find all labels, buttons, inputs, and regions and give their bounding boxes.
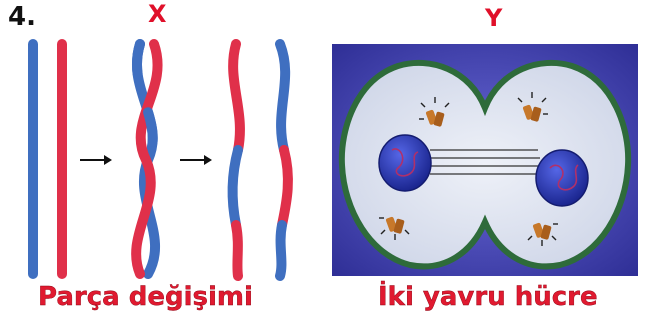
chromosome-pair-crossing <box>136 44 157 274</box>
chromosome-right-segment-2 <box>282 150 288 225</box>
panel-x-diagram <box>33 44 288 276</box>
panel-y-caption: İki yavru hücre <box>378 282 598 312</box>
chromosome-pair-initial <box>33 44 62 274</box>
chromosome-right-segment-1 <box>280 44 285 150</box>
chromosome-right-segment-3 <box>280 225 282 276</box>
chromosome-left-segment-2 <box>233 150 239 225</box>
chromosome-pair-recombined <box>233 44 288 276</box>
panel-x-caption: Parça değişimi <box>38 282 253 312</box>
right-arrow-icon <box>80 155 112 165</box>
nucleus-right <box>536 150 588 206</box>
panel-y-diagram <box>332 44 638 276</box>
right-arrow-icon <box>180 155 212 165</box>
nucleus-left <box>379 135 431 191</box>
chromosome-left-segment-1 <box>233 44 240 150</box>
chromosome-left-segment-3 <box>236 225 238 276</box>
